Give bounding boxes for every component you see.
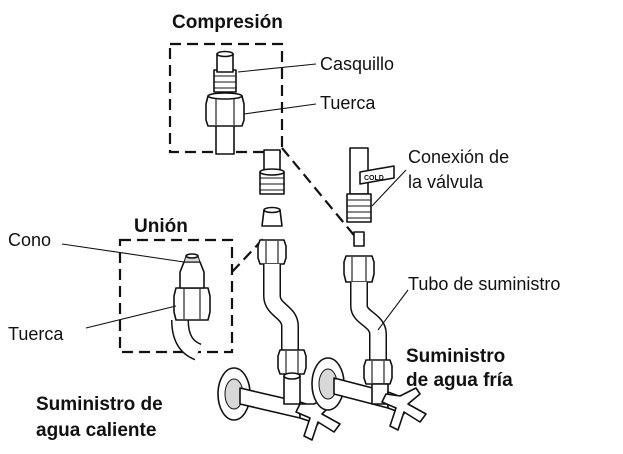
union-fitting — [171, 253, 211, 361]
cono-label: Cono — [8, 230, 51, 250]
casquillo-label: Casquillo — [320, 54, 394, 74]
cold-shutoff-valve — [311, 357, 427, 431]
tubo-label: Tubo de suministro — [408, 274, 560, 294]
conexion-label-line1: Conexión de — [408, 147, 509, 167]
hot-shutoff-valve — [217, 367, 341, 441]
hot-supply-assembly — [257, 149, 307, 375]
union-detail-box — [118, 238, 234, 354]
casquillo-leader — [237, 63, 317, 73]
tuerca-top-leader — [243, 103, 317, 115]
cold-supply-label-line1: Suministro — [406, 346, 505, 367]
conexion-label-line2: la válvula — [408, 172, 484, 192]
cono-leader — [61, 243, 185, 263]
compression-connector — [281, 147, 359, 241]
tuerca-left-leader — [85, 305, 177, 329]
compression-fitting — [205, 50, 245, 155]
tuerca-top-label: Tuerca — [320, 93, 376, 113]
tubo-leader — [377, 289, 409, 331]
tuerca-left-label: Tuerca — [8, 324, 64, 344]
conexion-leader — [371, 169, 407, 207]
hot-supply-label-line2: agua caliente — [36, 420, 156, 441]
cold-supply-label-line2: de agua fría — [406, 370, 513, 391]
hot-supply-label-line1: Suministro de — [36, 394, 163, 415]
union-title: Unión — [134, 216, 188, 237]
cold-tag-label: COLD — [364, 175, 384, 182]
compression-title: Compresión — [172, 12, 283, 33]
cold-supply-assembly: COLD — [343, 147, 395, 385]
